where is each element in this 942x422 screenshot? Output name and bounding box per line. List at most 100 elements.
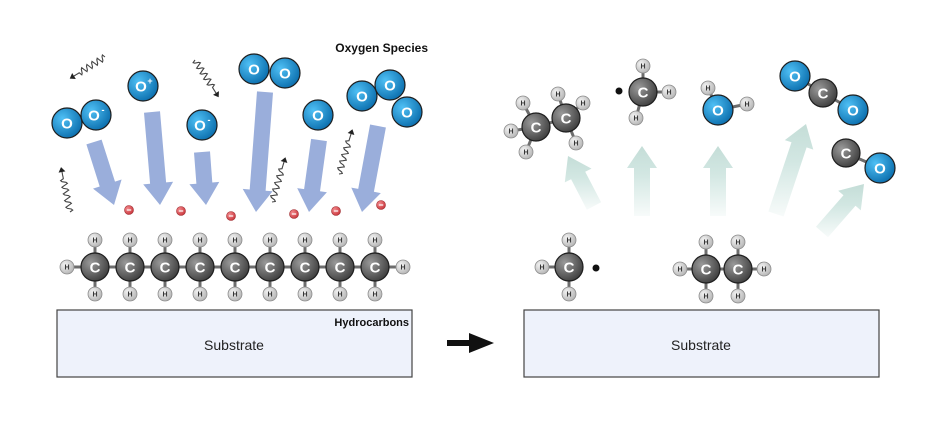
atom-label: C	[125, 259, 136, 276]
upward-desorption-arrow	[768, 124, 814, 217]
atom-sphere	[837, 94, 869, 126]
hydrogen-atom: H	[700, 80, 716, 96]
atom-sphere	[127, 70, 159, 102]
atom-sphere	[80, 252, 110, 282]
atom-label: H	[64, 265, 69, 272]
electron-minus	[378, 204, 384, 206]
atom-sphere	[730, 288, 746, 304]
atom-sphere	[192, 232, 208, 248]
atom-sphere	[367, 232, 383, 248]
upward-desorption-arrow	[627, 146, 657, 216]
atom-sphere	[723, 254, 753, 284]
atom-label: C	[701, 261, 712, 278]
chain-carbon-atom: C	[115, 252, 145, 282]
hydrogen-atom: H	[561, 232, 577, 248]
hydrocarbons-label: Hydrocarbons	[334, 317, 409, 329]
atom-sphere	[325, 252, 355, 282]
atom-label: O	[61, 115, 73, 132]
atom-label: H	[666, 90, 671, 97]
atom-sphere	[87, 232, 103, 248]
atom-label: H	[267, 292, 272, 299]
wave-path	[336, 133, 352, 175]
chain-carbon-atom: C	[185, 252, 215, 282]
atom-label: O	[789, 68, 801, 85]
oxygen-species-o2: O	[238, 53, 270, 85]
atom-sphere	[391, 96, 423, 128]
atom-label: H	[705, 86, 710, 93]
atom-label: H	[127, 292, 132, 299]
wave-path	[269, 161, 285, 203]
electron-icon	[289, 209, 299, 219]
wavy-photon-icon	[58, 167, 74, 213]
hydrogen-atom: H	[395, 259, 411, 275]
atom-sphere	[700, 80, 716, 96]
atom-label: H	[337, 238, 342, 245]
atom-label: C	[638, 84, 649, 101]
atom-sphere	[255, 252, 285, 282]
atom-label: O	[356, 88, 368, 105]
atom-label: H	[539, 265, 544, 272]
atom-charge: -	[208, 115, 211, 125]
hydrogen-atom: H	[503, 123, 519, 139]
atom-sphere	[192, 286, 208, 302]
oxygen-species-o-atom: O	[302, 99, 334, 131]
atom-sphere	[554, 252, 584, 282]
atom-sphere	[87, 286, 103, 302]
atom-sphere	[297, 286, 313, 302]
atom-label: H	[232, 292, 237, 299]
electron-icon	[226, 211, 236, 221]
hydrogen-atom: H	[739, 96, 755, 112]
atom-sphere	[503, 123, 519, 139]
upward-desorption-arrow	[703, 146, 733, 216]
wave-head	[347, 129, 355, 136]
atom-sphere	[220, 252, 250, 282]
atom-label: H	[302, 292, 307, 299]
atom-sphere	[59, 259, 75, 275]
hydrogen-atom: H	[227, 232, 243, 248]
atom-sphere	[515, 95, 531, 111]
atom-sphere	[227, 286, 243, 302]
hydrogen-atom: H	[568, 135, 584, 151]
wave-head	[213, 91, 219, 98]
atom-label: H	[162, 238, 167, 245]
downward-flux-arrow	[189, 151, 220, 205]
atom-label: O	[248, 61, 260, 78]
atom-sphere	[550, 86, 566, 102]
atom-sphere	[367, 286, 383, 302]
hydrogen-atom: H	[561, 286, 577, 302]
atom-sphere	[672, 261, 688, 277]
oxygen-atom: O	[702, 94, 734, 126]
atom-sphere	[346, 80, 378, 112]
atom-sphere	[262, 286, 278, 302]
carbon-atom: C	[831, 138, 861, 168]
downward-flux-arrow	[242, 91, 273, 212]
atom-sphere	[635, 58, 651, 74]
electron-icon	[124, 205, 134, 215]
atom-sphere	[360, 252, 390, 282]
atom-label: C	[265, 259, 276, 276]
carbon-atom: C	[723, 254, 753, 284]
electron-icon	[331, 206, 341, 216]
electron-minus	[126, 209, 132, 211]
downward-flux-arrow	[86, 139, 122, 205]
atom-sphere	[698, 288, 714, 304]
atom-label: H	[744, 102, 749, 109]
atom-label: H	[573, 141, 578, 148]
atom-sphere	[157, 286, 173, 302]
hydrogen-atom: H	[192, 232, 208, 248]
atom-label: H	[197, 292, 202, 299]
hydrogen-atom: H	[628, 110, 644, 126]
atom-sphere	[290, 252, 320, 282]
chain-carbon-atom: C	[325, 252, 355, 282]
left-substrate-label: Substrate	[204, 337, 264, 353]
wave-path	[73, 54, 106, 77]
atom-label: H	[580, 101, 585, 108]
oxygen-species-o2-minus: O-	[80, 99, 112, 131]
atom-sphere	[297, 232, 313, 248]
hydrogen-atom: H	[262, 232, 278, 248]
carbon-atom: C	[691, 254, 721, 284]
oxygen-species-o3: O	[374, 69, 406, 101]
atom-sphere	[238, 53, 270, 85]
oxygen-atom: O	[864, 152, 896, 184]
